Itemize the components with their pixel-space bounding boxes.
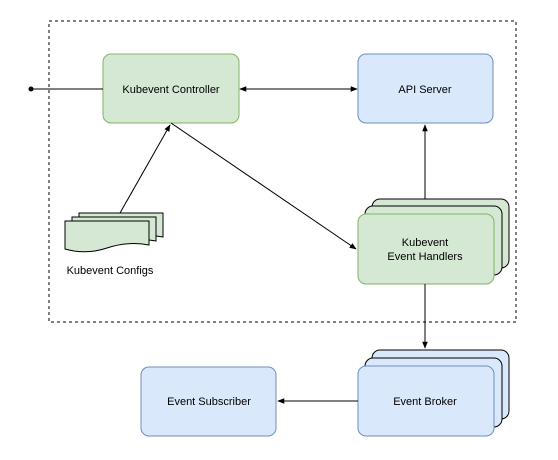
event-broker-label: Event Broker xyxy=(393,396,457,408)
kubevent-configs-label: Kubevent Configs xyxy=(67,265,154,277)
event-handlers-label-line1: Kubevent xyxy=(402,237,448,249)
event-handlers-node[interactable]: Kubevent Event Handlers xyxy=(357,198,510,285)
controller-handlers-edge xyxy=(170,122,357,250)
configs-controller-edge xyxy=(119,124,171,214)
event-handlers-label-line2: Event Handlers xyxy=(387,251,463,263)
event-subscriber-node[interactable]: Event Subscriber xyxy=(140,366,277,437)
api-server-label: API Server xyxy=(398,84,452,96)
event-broker-node[interactable]: Event Broker xyxy=(357,349,510,437)
event-subscriber-label: Event Subscriber xyxy=(167,396,251,408)
kubevent-controller-node[interactable]: Kubevent Controller xyxy=(102,53,240,124)
kubevent-configs-node[interactable]: Kubevent Configs xyxy=(64,212,164,277)
kubevent-controller-label: Kubevent Controller xyxy=(122,84,220,96)
api-server-node[interactable]: API Server xyxy=(357,53,494,124)
